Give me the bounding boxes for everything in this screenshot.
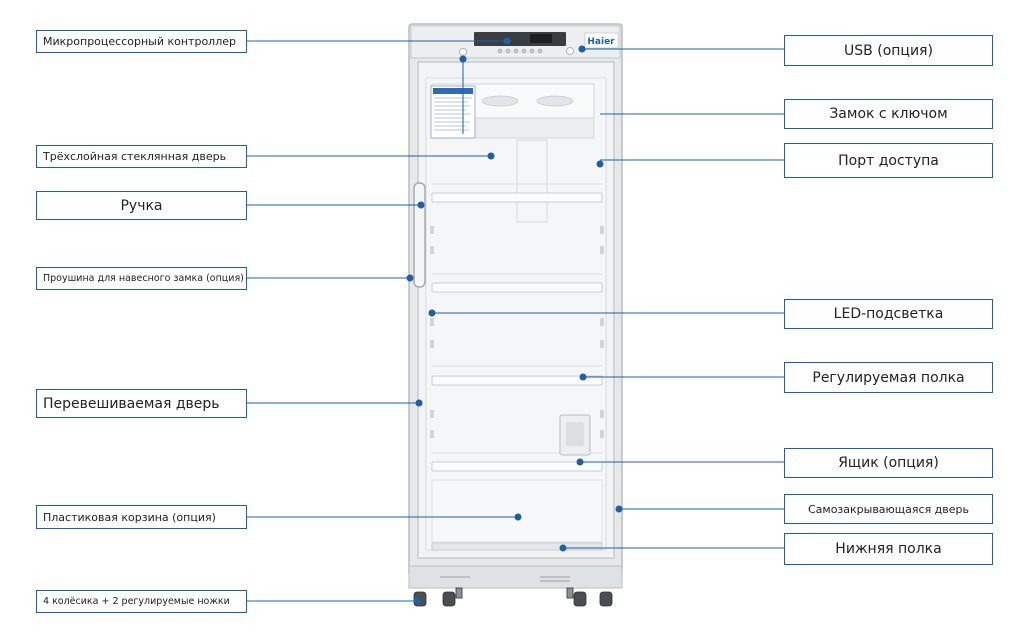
adjustable-foot-icon (566, 587, 574, 599)
dot-glass-door (487, 152, 495, 160)
dot-led (428, 309, 436, 317)
cabinet-base (408, 565, 623, 589)
casters (413, 587, 613, 607)
dot-usb (578, 45, 586, 53)
dot-bottom-shelf (559, 544, 567, 552)
label-padlock-eye: Проушина для навесного замка (опция) (36, 267, 247, 290)
leader-dots (406, 37, 623, 605)
drawer-inner (566, 422, 584, 446)
dot-adjustable-shelf (579, 373, 587, 381)
info-sticker (430, 85, 476, 139)
dot-key-lock (459, 55, 467, 63)
label-drawer: Ящик (опция) (784, 448, 993, 478)
label-adjustable-shelf: Регулируемая полка (784, 362, 993, 393)
shelf-rails (432, 183, 602, 454)
dot-controller (503, 37, 511, 45)
fan-icon (481, 95, 519, 107)
label-plastic-basket: Пластиковая корзина (опция) (36, 505, 247, 529)
sticker-header (433, 88, 473, 94)
dot-casters (413, 597, 421, 605)
label-key-lock: Замок с ключом (784, 99, 993, 129)
sensor-bracket (516, 139, 548, 223)
shelf (431, 461, 603, 472)
display-digits (530, 34, 552, 43)
caster-wheel-icon (599, 591, 613, 607)
interior (425, 77, 607, 551)
label-access-port: Порт доступа (784, 143, 993, 178)
door-handle (413, 182, 426, 288)
dot-drawer (576, 458, 584, 466)
label-controller: Микропроцессорный контроллер (36, 30, 247, 53)
brand-logo-box (584, 32, 619, 49)
label-reversible-door: Перевешиваемая дверь (36, 389, 247, 418)
label-handle: Ручка (36, 191, 247, 220)
label-led: LED-подсветка (784, 299, 993, 329)
controller-display (474, 32, 566, 46)
bottom-shelf-grid (431, 542, 603, 551)
refrigerator-illustration: Haier (408, 23, 623, 607)
label-glass-door: Трёхслойная стеклянная дверь (36, 145, 247, 168)
label-casters: 4 колёсика + 2 регулируемые ножки (36, 590, 247, 613)
controller-buttons (497, 48, 543, 54)
label-usb: USB (опция) (784, 35, 993, 66)
shelf-clips (430, 226, 604, 438)
usb-port-icon (566, 47, 574, 55)
base-vents (440, 576, 570, 582)
shelf (431, 282, 603, 293)
label-self-closing-door: Самозакрывающаяся дверь (784, 494, 993, 524)
shelf (431, 375, 603, 386)
shelves (431, 192, 603, 472)
adjustable-foot-icon (455, 587, 463, 599)
fan-icon (536, 95, 574, 107)
brand-logo: Haier (587, 37, 615, 47)
dot-handle (417, 201, 425, 209)
dot-self-closing-door (615, 505, 623, 513)
dot-plastic-basket (514, 513, 522, 521)
plastic-basket (431, 479, 603, 543)
shelf (431, 192, 603, 203)
dot-reversible-door (415, 399, 423, 407)
label-bottom-shelf: Нижняя полка (784, 533, 993, 565)
dot-access-port (596, 160, 604, 168)
caster-wheel-icon (442, 591, 456, 607)
caster-wheel-icon (573, 591, 587, 607)
key-lock-icon (459, 48, 467, 56)
dot-padlock-eye (406, 274, 414, 282)
leader-lines (247, 40, 785, 602)
